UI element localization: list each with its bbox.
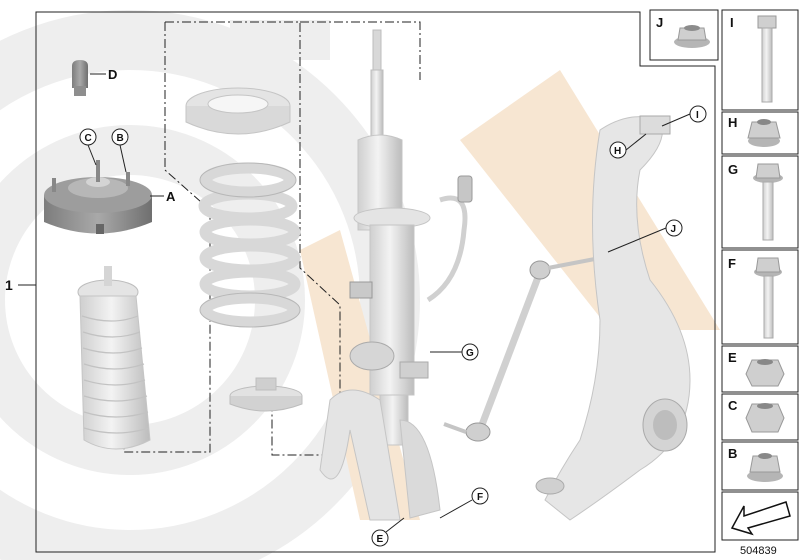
- callout-c: C: [79, 128, 97, 166]
- top-mount-part-a: A: [44, 160, 176, 234]
- callout-h: H: [609, 133, 647, 159]
- cap-part-d: D: [72, 60, 117, 96]
- label-a: A: [166, 189, 176, 204]
- callout-c-text: C: [85, 133, 92, 144]
- callout-g-text: G: [466, 348, 474, 359]
- callout-j: J: [607, 219, 683, 253]
- long-bolt-icon: [757, 15, 777, 103]
- sidebar-item-i: I: [721, 9, 799, 111]
- sidebar-label-h: H: [728, 115, 737, 130]
- sidebar-item-g: G: [721, 155, 799, 249]
- callout-b: B: [111, 128, 129, 173]
- hex-nut-icon: [745, 359, 785, 387]
- arrow-icon: [730, 501, 791, 536]
- sidebar-parts: J I H: [649, 9, 799, 557]
- callout-j-text: J: [671, 224, 677, 235]
- main-frame: 1: [5, 11, 716, 553]
- label-d: D: [108, 67, 117, 82]
- coil-spring: [198, 162, 301, 328]
- coil-spring-outline: [199, 162, 301, 328]
- callout-h-text: H: [614, 146, 621, 157]
- sidebar-item-j: J: [649, 9, 719, 61]
- flange-nut-icon: [747, 453, 783, 482]
- hex-nut-icon: [747, 119, 781, 147]
- callout-f-text: F: [477, 492, 483, 503]
- part-number: 504839: [740, 545, 777, 557]
- sidebar-item-b: B: [721, 441, 799, 491]
- long-flange-bolt-icon: [754, 257, 782, 339]
- callout-e: E: [371, 517, 405, 547]
- hex-nut-icon: [745, 403, 785, 433]
- steering-knuckle: [535, 115, 691, 521]
- callout-g: G: [430, 343, 479, 361]
- sidebar-label-b: B: [728, 446, 737, 461]
- callout-f: F: [439, 487, 489, 519]
- lower-spring-seat: [229, 377, 303, 412]
- callout-b-text: B: [117, 133, 124, 144]
- direction-arrow-box: [721, 491, 799, 541]
- upper-spring-seat: [185, 87, 291, 135]
- sidebar-item-h: H: [721, 111, 799, 155]
- callout-e-text: E: [377, 534, 384, 545]
- sidebar-item-f: F: [721, 249, 799, 345]
- sidebar-label-i: I: [730, 15, 734, 30]
- callout-i-text: I: [696, 110, 699, 121]
- stabilizer-link: [443, 256, 601, 442]
- assembly-number-label: 1: [5, 277, 13, 293]
- dust-boot: [77, 266, 151, 450]
- callout-i: I: [661, 105, 707, 127]
- sidebar-label-e: E: [728, 350, 737, 365]
- sidebar-item-e: E: [721, 345, 799, 393]
- sidebar-label-g: G: [728, 162, 738, 177]
- sidebar-label-c: C: [728, 398, 738, 413]
- shock-absorber-strut: [319, 29, 473, 521]
- sidebar-item-c: C: [721, 393, 799, 441]
- flange-nut-icon: [674, 25, 710, 48]
- sidebar-label-j: J: [656, 15, 663, 30]
- flange-bolt-icon: [753, 163, 783, 241]
- sidebar-label-f: F: [728, 256, 736, 271]
